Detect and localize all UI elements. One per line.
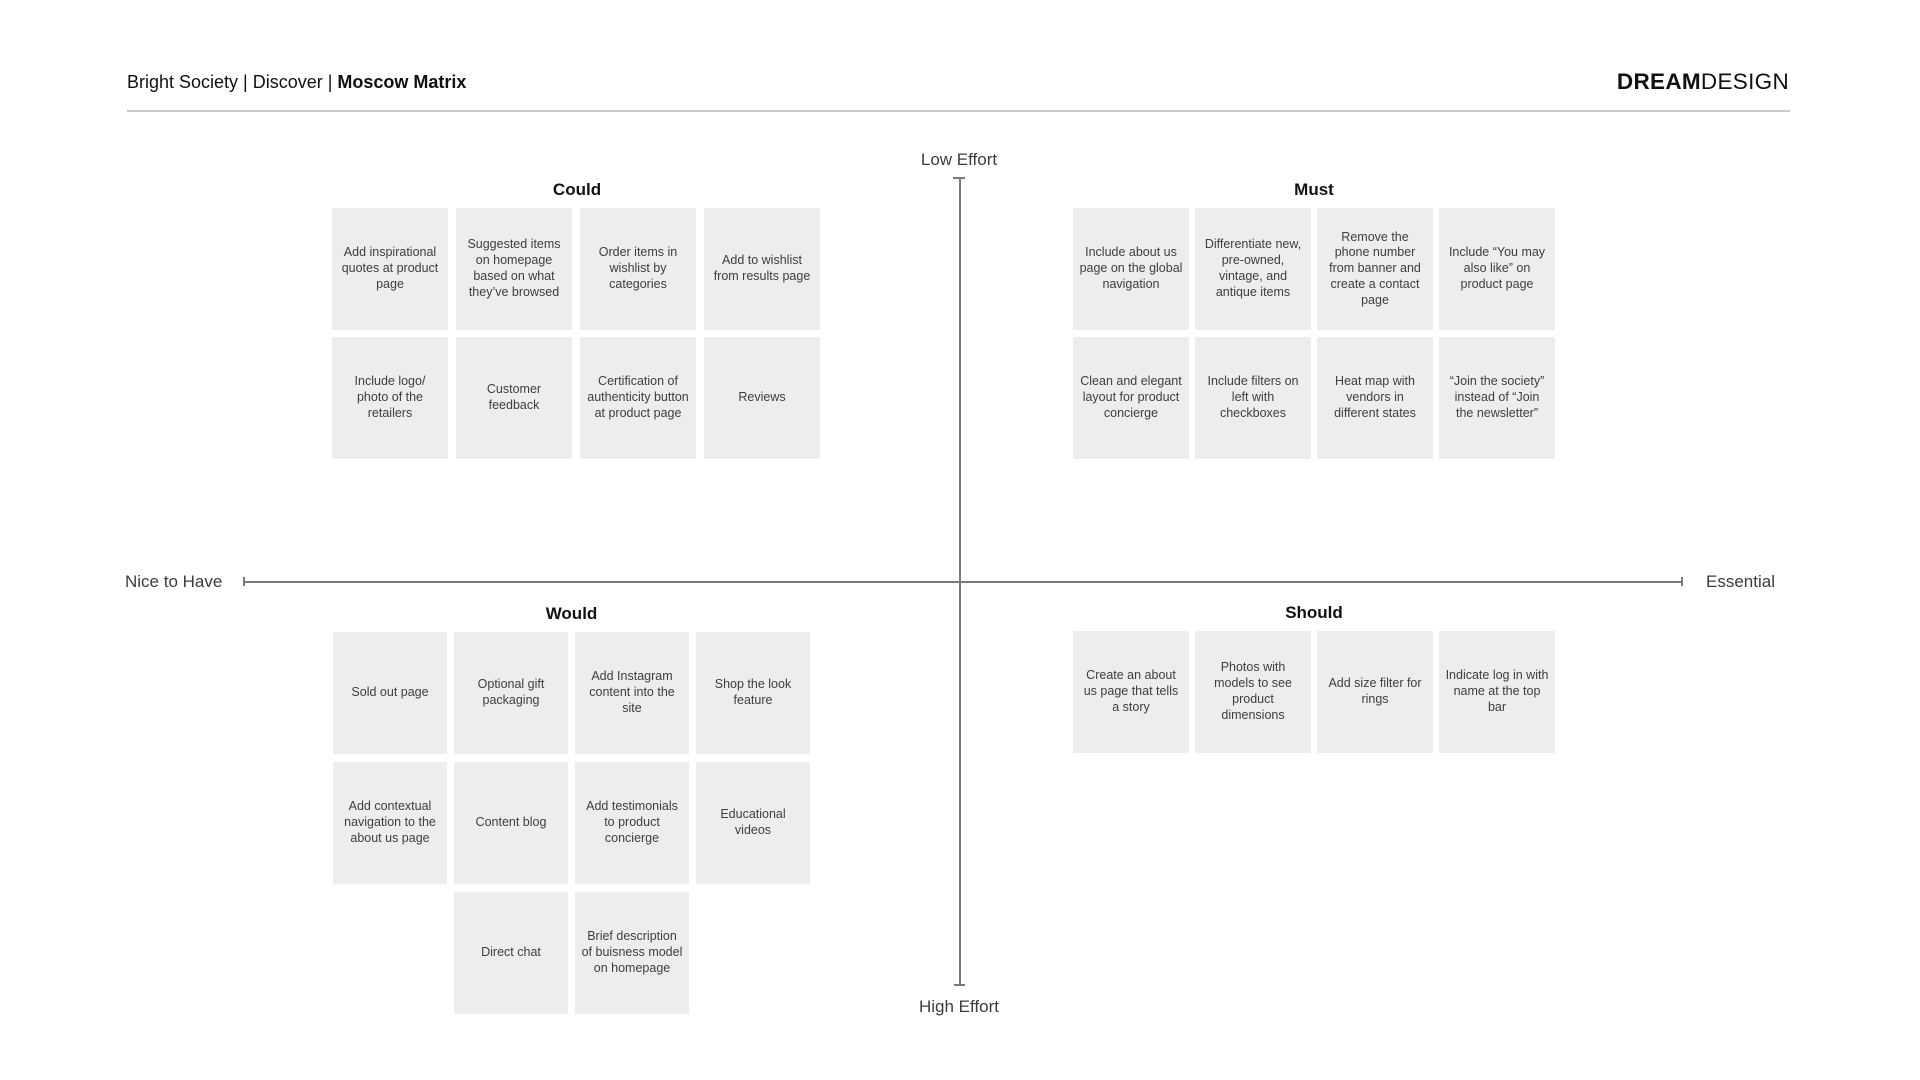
should-cards-grid: Create an about us page that tells a sto… — [1073, 631, 1555, 753]
header-divider — [127, 110, 1790, 112]
axis-label-essential: Essential — [1706, 572, 1775, 591]
matrix-card: Add contextual navigation to the about u… — [333, 762, 447, 884]
matrix-card: Certification of authenticity button at … — [580, 337, 696, 459]
matrix-card: Add to wishlist from results page — [704, 208, 820, 330]
matrix-card: Direct chat — [454, 892, 568, 1014]
matrix-card: Include logo/ photo of the retailers — [332, 337, 448, 459]
matrix-card: Differentiate new, pre-owned, vintage, a… — [1195, 208, 1311, 330]
matrix-card: Indicate log in with name at the top bar — [1439, 631, 1555, 753]
quadrant-title-should: Should — [1285, 603, 1343, 622]
matrix-card: Sold out page — [333, 632, 447, 754]
matrix-card: Add inspirational quotes at product page — [332, 208, 448, 330]
quadrant-should: Should Create an about us page that tell… — [1073, 603, 1555, 753]
matrix-card: Reviews — [704, 337, 820, 459]
matrix-card: Customer feedback — [456, 337, 572, 459]
matrix-card: Include filters on left with checkboxes — [1195, 337, 1311, 459]
horizontal-axis-left-tick — [243, 577, 245, 586]
brand-logo-regular: DESIGN — [1700, 69, 1789, 94]
matrix-card: Include “You may also like” on product p… — [1439, 208, 1555, 330]
matrix-card: Order items in wishlist by categories — [580, 208, 696, 330]
axis-label-low-effort: Low Effort — [920, 150, 998, 169]
axis-label-nice-to-have: Nice to Have — [125, 572, 223, 591]
quadrant-title-would: Would — [545, 604, 598, 623]
quadrant-must: Must Include about us page on the global… — [1073, 180, 1555, 459]
quadrant-could: Could Add inspirational quotes at produc… — [332, 180, 822, 459]
matrix-card: Remove the phone number from banner and … — [1317, 208, 1433, 330]
matrix-card: Optional gift packaging — [454, 632, 568, 754]
horizontal-axis-line — [243, 581, 1683, 583]
matrix-card: Educational videos — [696, 762, 810, 884]
matrix-card: Include about us page on the global navi… — [1073, 208, 1189, 330]
vertical-axis-bottom-tick — [954, 984, 965, 986]
matrix-card: Clean and elegant layout for product con… — [1073, 337, 1189, 459]
matrix-card: Create an about us page that tells a sto… — [1073, 631, 1189, 753]
breadcrumb-current: Moscow Matrix — [337, 72, 467, 92]
matrix-card: “Join the society” instead of “Join the … — [1439, 337, 1555, 459]
matrix-card: Add size filter for rings — [1317, 631, 1433, 753]
vertical-axis-top-tick — [953, 177, 965, 179]
could-cards-grid: Add inspirational quotes at product page… — [332, 208, 822, 459]
matrix-card: Suggested items on homepage based on wha… — [456, 208, 572, 330]
matrix-card: Photos with models to see product dimens… — [1195, 631, 1311, 753]
axis-label-high-effort: High Effort — [918, 997, 999, 1016]
quadrant-title-could: Could — [552, 180, 602, 199]
matrix-card: Brief description of buisness model on h… — [575, 892, 689, 1014]
matrix-card: Add testimonials to product concierge — [575, 762, 689, 884]
quadrant-title-must: Must — [1294, 180, 1334, 199]
matrix-card: Add Instagram content into the site — [575, 632, 689, 754]
brand-logo-bold: DREAM — [1616, 69, 1701, 94]
must-cards-grid: Include about us page on the global navi… — [1073, 208, 1555, 459]
matrix-card: Heat map with vendors in different state… — [1317, 337, 1433, 459]
breadcrumb: Bright Society | Discover | Moscow Matri… — [127, 71, 466, 93]
breadcrumb-path: Bright Society | Discover | — [127, 72, 338, 92]
matrix-card: Shop the look feature — [696, 632, 810, 754]
matrix-card: Content blog — [454, 762, 568, 884]
brand-logo: DREAMDESIGN — [1617, 69, 1789, 95]
horizontal-axis-right-tick — [1681, 577, 1683, 586]
